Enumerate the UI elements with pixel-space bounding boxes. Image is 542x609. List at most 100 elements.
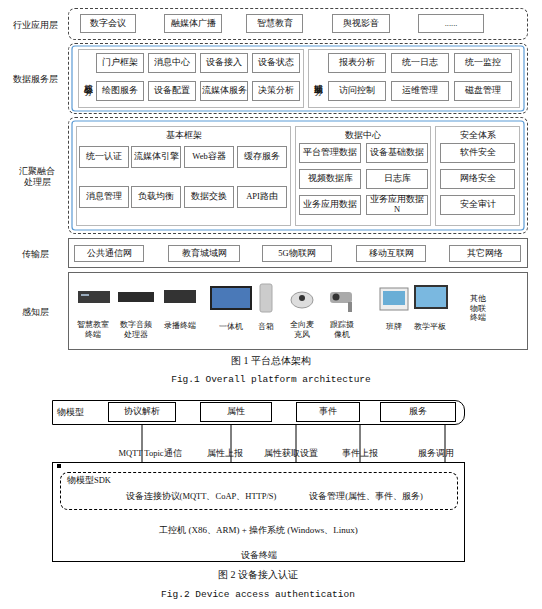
box-label: 融媒体广播 [165, 15, 221, 32]
service-group: 核心服务门户框架消息中心设备接入设备状态绘图服务设备配置流媒体服务决策分析 [78, 49, 304, 108]
edge-label: MQTT Topic通信 [118, 448, 181, 460]
box-label: 设备接入 [201, 54, 247, 72]
box-label: Web容器 [185, 147, 233, 167]
network-box: 移动互联网 [356, 245, 426, 262]
data-box: 业务应用数据N [366, 195, 428, 215]
box-label: 协议解析 [109, 403, 175, 421]
service-box: 磁盘管理 [454, 81, 512, 101]
device-label: 音箱 [251, 322, 281, 332]
box-label: 视频数据库 [300, 170, 360, 188]
heading-text: 设备连接协议(MQTT、CoAP、HTTP/S) [101, 490, 301, 504]
box-label: 设备配置 [149, 82, 195, 100]
framework-box: Web容器 [184, 146, 234, 168]
box-label: 缓存服务 [238, 147, 286, 167]
blue-frame [72, 121, 524, 230]
model-part-box: 服务 [380, 402, 456, 422]
box-label: 移动互联网 [357, 246, 425, 261]
box-label: 日志库 [367, 170, 427, 188]
network-box: 公共通信网 [74, 245, 144, 262]
device-terminal-box: 工控机 (X86、ARM) + 操作系统 (Windows、Linux) 设备终端… [52, 462, 465, 562]
device-label: 跟踪摄像机 [330, 320, 355, 339]
framework-group: 基本框架统一认证流媒体引擎Web容器缓存服务消息管理负载均衡数据交换API路由 [76, 126, 291, 226]
figure-caption: 图 1 平台总体架构 [111, 355, 431, 367]
security-group: 安全体系软件安全网络安全安全审计 [435, 126, 520, 226]
device-label: 教学平板 [410, 322, 450, 332]
heading-text: 设备管理(属性、事件、服务) [281, 490, 451, 504]
box-label: 平台管理数据 [300, 144, 360, 162]
service-box: 运维管理 [391, 81, 449, 101]
heading-text: 工控机 (X86、ARM) + 操作系统 (Windows、Linux) [53, 523, 464, 537]
heading-text: 数据服务层 [7, 44, 63, 115]
box-label: 运维管理 [392, 82, 448, 100]
box-label: 设备状态 [253, 54, 299, 72]
service-box: 设备状态 [252, 53, 300, 73]
service-box: 统一监控 [454, 53, 512, 73]
framework-box: 缓存服务 [237, 146, 287, 168]
board-icon [383, 291, 405, 305]
box-label: 消息管理 [80, 187, 128, 207]
heading-text: 行业应用层 [7, 9, 63, 41]
box-label: 统一监控 [455, 54, 511, 72]
box-label: 软件安全 [441, 144, 514, 162]
layer-band: 数据服务层核心服务门户框架消息中心设备接入设备状态绘图服务设备配置流媒体服务决策… [68, 43, 528, 114]
box-label: 教育城域网 [169, 246, 239, 261]
edge-label: 事件上报 [342, 448, 378, 460]
layer-band: 汇聚融合处理层基本框架统一认证流媒体引擎Web容器缓存服务消息管理负载均衡数据交… [68, 117, 528, 234]
figure-caption: Fig.2 Device access authentication [58, 589, 458, 600]
box-label: 属性 [201, 403, 271, 421]
heading-text: 物模型SDK [67, 475, 147, 487]
box-label: 流媒体引擎 [132, 147, 180, 167]
security-box: 软件安全 [440, 143, 515, 163]
box-label: 门户框架 [97, 54, 143, 72]
recorder-icon [164, 290, 196, 303]
heading-text: 设备终端 [53, 548, 464, 562]
box-label: 访问控制 [329, 82, 385, 100]
model-part-box: 协议解析 [108, 402, 176, 422]
blue-frame [72, 46, 524, 111]
heading-text: 安全体系 [436, 130, 519, 142]
service-box: 设备接入 [200, 53, 248, 73]
data-box: 设备基础数据 [366, 143, 428, 163]
layer-band: 行业应用层数字会议融媒体广播智慧教育舆视影音...... [68, 8, 528, 40]
app-box: 舆视影音 [332, 14, 390, 33]
box-label: 数字会议 [81, 15, 135, 32]
service-box: 设备配置 [148, 81, 196, 101]
box-label: 安全审计 [441, 196, 514, 214]
box-label: 服务 [381, 403, 455, 421]
framework-box: 流媒体引擎 [131, 146, 181, 168]
sdk-box: 物模型SDK 设备连接协议(MQTT、CoAP、HTTP/S)设备管理(属性、事件… [60, 472, 458, 510]
box-label: 其它网络 [450, 246, 520, 261]
heading-text: 汇聚融合处理层 [15, 118, 59, 235]
box-label: ...... [419, 15, 483, 32]
data-box: 日志库 [366, 169, 428, 189]
box-label: 绘图服务 [97, 82, 143, 100]
box-label: 统一认证 [80, 147, 128, 167]
camera-icon [330, 292, 352, 303]
box-label: 网络安全 [441, 170, 514, 188]
edge-label: 属性上报 [207, 448, 243, 460]
box-label: 业务应用数据 [300, 196, 360, 214]
device-label: 智慧教室终端 [75, 320, 111, 339]
box-label: 决策分析 [253, 82, 299, 100]
box-label: 报表分析 [329, 54, 385, 72]
device-label: 一体机 [211, 322, 251, 332]
layer-band: 传输层公共通信网教育城域网5G物联网移动互联网其它网络 [68, 238, 528, 268]
data-box: 视频数据库 [299, 169, 361, 189]
speaker-icon [260, 284, 272, 312]
box-label: 设备基础数据 [367, 144, 427, 162]
tablet-icon [414, 285, 448, 309]
model-part-box: 属性 [200, 402, 272, 422]
device-label: 录播终端 [160, 321, 200, 331]
heading-text: 基本框架 [77, 130, 290, 142]
figure-caption: Fig.1 Overall platform architecture [71, 374, 471, 385]
data-center-group: 数据中心平台管理数据设备基础数据视频数据库日志库业务应用数据业务应用数据N [295, 126, 431, 226]
heading-text: 物模型 [57, 401, 101, 424]
box-label: 5G物联网 [263, 246, 331, 261]
service-box: 消息中心 [148, 53, 196, 73]
heading-text: 数据中心 [296, 130, 430, 142]
heading-text: 传输层 [7, 239, 63, 269]
security-box: 网络安全 [440, 169, 515, 189]
box-label: API路由 [238, 187, 286, 207]
heading-text: 核心服务 [81, 50, 95, 107]
